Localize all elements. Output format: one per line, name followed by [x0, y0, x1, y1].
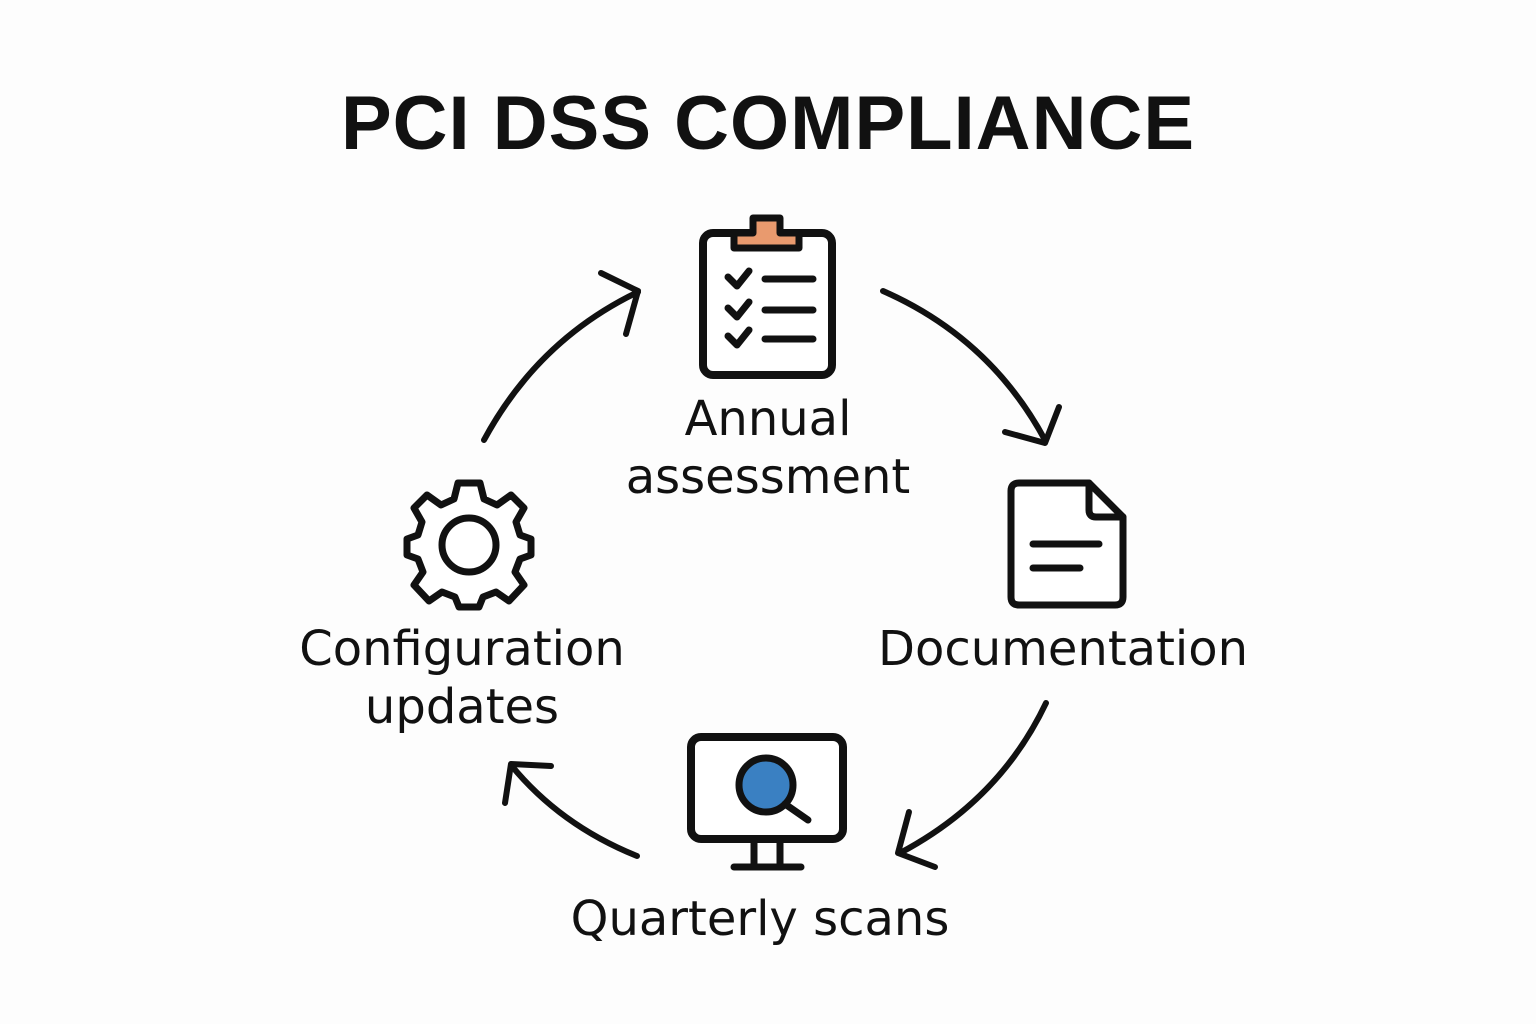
arrow-documentation-to-scans — [895, 700, 1049, 870]
label-line: updates — [364, 679, 560, 735]
magnifier-lens — [735, 754, 797, 816]
arrow-scans-to-config — [502, 761, 640, 859]
arrow-annual-to-documentation — [880, 288, 1062, 446]
label-quarterly-scans: Quarterly scans — [510, 890, 1010, 948]
clipboard-checklist-icon — [699, 214, 836, 379]
gear-icon — [403, 479, 535, 611]
label-line: Quarterly scans — [570, 891, 950, 947]
diagram-title: PCI DSS COMPLIANCE — [340, 81, 1196, 166]
label-configuration-updates: Configuration updates — [262, 620, 662, 736]
label-annual-assessment: Annual assessment — [568, 390, 968, 506]
label-line: assessment — [625, 449, 911, 505]
clipboard-clip — [730, 214, 803, 252]
label-line: Annual — [684, 391, 852, 447]
arrow-config-to-annual — [481, 270, 641, 443]
label-documentation: Documentation — [863, 620, 1263, 678]
label-line: Configuration — [299, 621, 625, 677]
document-icon — [1007, 479, 1127, 609]
label-line: Documentation — [877, 621, 1249, 677]
monitor-magnifier-icon — [687, 733, 847, 871]
